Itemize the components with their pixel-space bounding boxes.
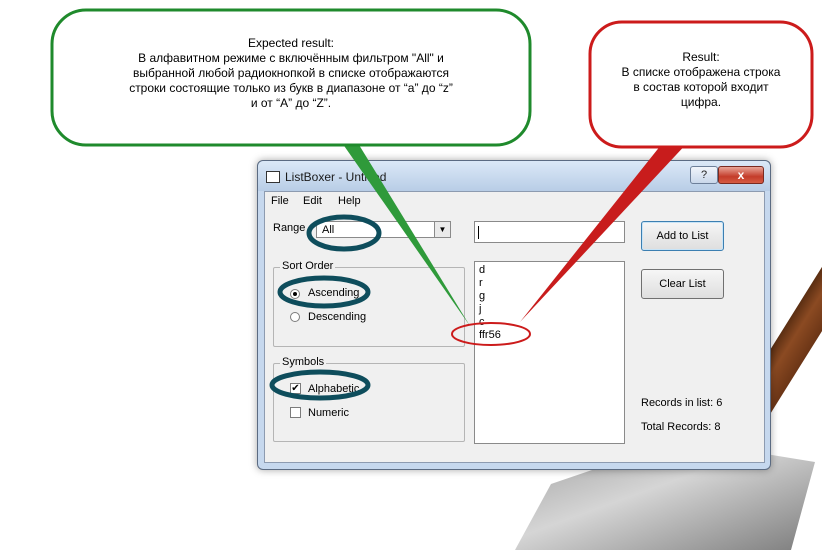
alphabetic-highlight-ring [269,369,371,401]
records-in-list: Records in list: 6 [641,397,723,409]
result-line: В списке отображена строка [621,65,781,79]
range-combo[interactable]: All ▼ [316,221,451,238]
ascending-highlight-ring [277,275,371,309]
menu-edit[interactable]: Edit [303,195,322,207]
expected-line: выбранной любой радиокнопкой в списке от… [133,66,449,80]
records-listbox[interactable]: d r g j c ffr56 [474,261,625,444]
range-highlight-ring [306,214,382,252]
numeric-label[interactable]: Numeric [308,407,349,419]
expected-line: строки состоящие только из букв в диапаз… [129,81,453,95]
sort-order-group: Sort Order Ascending Descending [273,260,465,347]
ffr56-highlight-ring [451,322,531,346]
expected-pointer [340,140,470,326]
title-bar[interactable]: ListBoxer - Untitled ? x [258,161,770,191]
expected-text: Expected result: В алфавитном режиме с в… [60,36,522,111]
list-item[interactable]: ffr56 [479,329,501,341]
result-bubble [588,20,814,149]
list-item[interactable]: g [479,290,486,302]
menu-file[interactable]: File [271,195,289,207]
alphabetic-label[interactable]: Alphabetic [308,383,360,395]
total-records: Total Records: 8 [641,421,721,433]
result-line: цифра. [680,95,722,109]
range-label: Range [273,222,306,234]
expected-bubble [50,8,532,147]
client-area: File Edit Help Range All ▼ Sort Order As… [264,191,765,463]
chevron-down-icon[interactable]: ▼ [434,222,450,237]
list-item[interactable]: j [479,303,482,315]
window-title: ListBoxer - Untitled [285,170,387,184]
ascending-radio[interactable] [290,289,300,299]
entry-input[interactable] [474,221,625,243]
list-item[interactable]: d [479,264,486,276]
result-text: Result: В списке отображена строка в сос… [596,50,806,110]
clear-list-button[interactable]: Clear List [641,269,724,299]
range-value: All [322,224,335,236]
numeric-checkbox[interactable] [290,407,301,418]
close-button[interactable]: x [718,166,764,184]
descending-label[interactable]: Descending [308,311,367,323]
menu-help[interactable]: Help [338,195,361,207]
expected-title: Expected result: [247,36,335,50]
descending-radio[interactable] [290,312,300,322]
list-item[interactable]: r [479,277,483,289]
symbols-group: Symbols ✔ Alphabetic Numeric [273,356,465,442]
symbols-title: Symbols [280,356,327,368]
alphabetic-checkbox[interactable]: ✔ [290,383,301,394]
ascending-label[interactable]: Ascending [308,287,360,299]
listboxer-window: ListBoxer - Untitled ? x File Edit Help … [257,160,771,470]
result-line: в состав которой входит [633,80,769,94]
text-caret [478,226,479,239]
expected-line: В алфавитном режиме с включённым фильтро… [138,51,444,65]
app-icon [266,171,280,183]
result-pointer [520,140,690,322]
add-to-list-button[interactable]: Add to List [641,221,724,251]
list-item[interactable]: c [479,316,485,328]
help-title-button[interactable]: ? [690,166,718,184]
result-title: Result: [682,50,720,64]
sort-order-title: Sort Order [280,260,336,272]
expected-line: и от “A” до “Z”. [250,96,332,110]
